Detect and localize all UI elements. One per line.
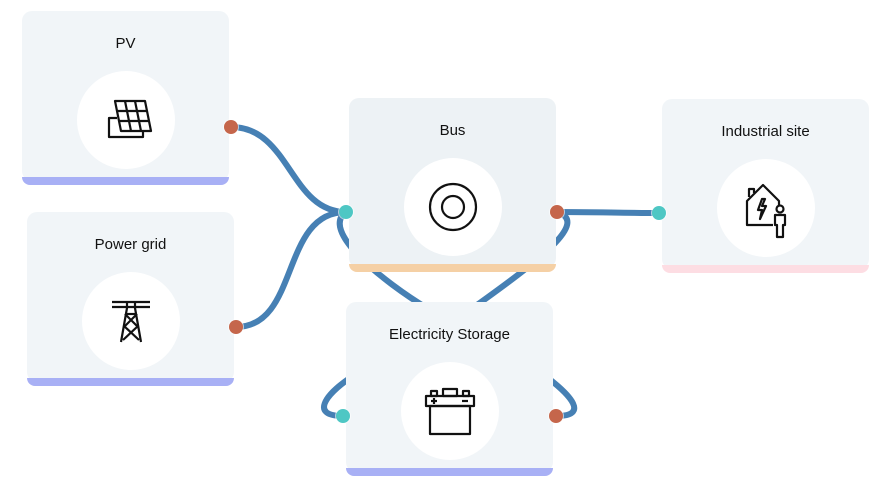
bus-output-handle[interactable]	[550, 205, 564, 219]
node-pv[interactable]: PV	[22, 11, 229, 185]
grid-output-handle[interactable]	[229, 320, 243, 334]
edge-storage-in-loop[interactable]	[321, 375, 353, 419]
node-title: Power grid	[94, 236, 167, 253]
bus-input-handle[interactable]	[339, 205, 353, 219]
node-title: Electricity Storage	[389, 326, 510, 343]
icon-disc	[76, 71, 175, 169]
edge-grid-to-bus[interactable]	[233, 209, 349, 330]
node-bus[interactable]: Bus	[349, 98, 556, 272]
industrial-site-icon	[745, 183, 786, 239]
pv-output-handle[interactable]	[224, 120, 238, 134]
edge-bus-to-industrial[interactable]	[554, 209, 662, 216]
node-title: Bus	[439, 122, 466, 139]
storage-input-handle[interactable]	[336, 409, 350, 423]
bus-ring-icon	[428, 182, 477, 232]
power-tower-icon	[111, 300, 150, 343]
icon-disc	[400, 362, 499, 460]
icon-disc	[403, 158, 502, 256]
edge-storage-out-loop[interactable]	[545, 375, 578, 419]
edge-pv-to-bus[interactable]	[228, 124, 349, 215]
industrial-input-handle[interactable]	[652, 206, 666, 220]
node-industrial-site[interactable]: Industrial site	[662, 99, 869, 273]
node-power-grid[interactable]: Power grid	[27, 212, 234, 386]
node-title: PV	[115, 35, 136, 52]
icon-disc	[81, 272, 180, 370]
icon-disc	[716, 159, 815, 257]
solar-panel-icon	[107, 99, 152, 139]
node-title: Industrial site	[721, 123, 810, 140]
storage-output-handle[interactable]	[549, 409, 563, 423]
node-electricity-storage[interactable]: Electricity Storage	[346, 302, 553, 476]
battery-icon	[424, 387, 475, 436]
